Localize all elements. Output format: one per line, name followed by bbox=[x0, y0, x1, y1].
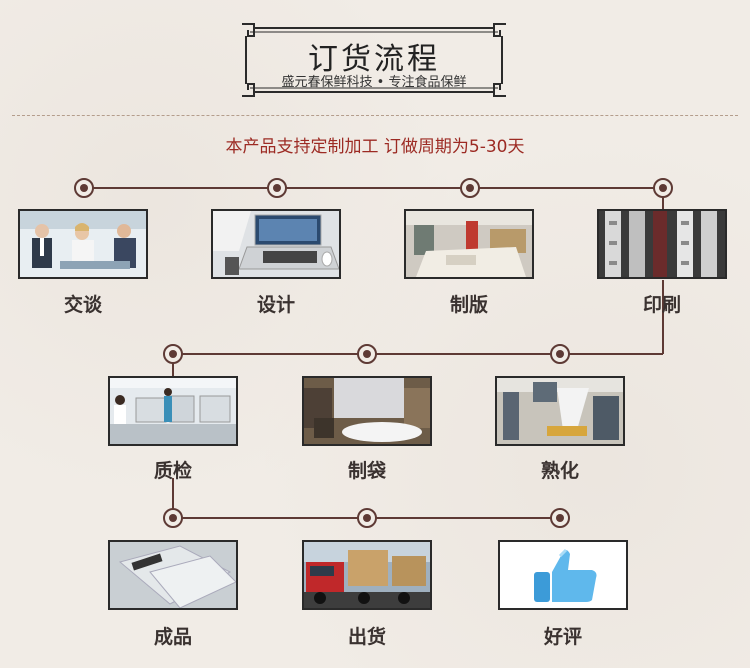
page-title: 订货流程 bbox=[308, 42, 440, 77]
custom-notice: 本产品支持定制加工 订做周期为5-30天 bbox=[225, 137, 525, 157]
step-label: 制袋 bbox=[347, 460, 386, 482]
step-label: 好评 bbox=[543, 626, 582, 648]
business-meeting-photo bbox=[18, 209, 148, 279]
step-label: 印刷 bbox=[642, 294, 681, 316]
plate-making-machine-photo bbox=[404, 209, 534, 279]
flow-node bbox=[163, 344, 183, 364]
flow-node bbox=[74, 178, 94, 198]
printing-machine-photo bbox=[597, 209, 727, 279]
step-label: 制版 bbox=[449, 294, 488, 316]
flow-node bbox=[550, 344, 570, 364]
step-label: 成品 bbox=[153, 626, 192, 648]
flow-node bbox=[357, 508, 377, 528]
cargo-truck-photo bbox=[302, 540, 432, 610]
thumbs-up-icon bbox=[498, 540, 628, 610]
curing-machine-photo bbox=[495, 376, 625, 446]
decorative-frame-border bbox=[242, 23, 506, 97]
bag-making-machine-photo bbox=[302, 376, 432, 446]
flow-node bbox=[163, 508, 183, 528]
title-frame: 订货流程 盛元春保鲜科技 • 专注食品保鲜 bbox=[240, 22, 508, 98]
flow-node bbox=[357, 344, 377, 364]
flow-node bbox=[550, 508, 570, 528]
step-label: 质检 bbox=[153, 460, 192, 482]
flow-node bbox=[267, 178, 287, 198]
step-label: 熟化 bbox=[540, 460, 579, 482]
quality-lab-photo bbox=[108, 376, 238, 446]
finished-bags-photo bbox=[108, 540, 238, 610]
page-subtitle: 盛元春保鲜科技 • 专注食品保鲜 bbox=[281, 75, 467, 90]
step-label: 设计 bbox=[256, 294, 295, 316]
laptop-design-photo bbox=[211, 209, 341, 279]
step-label: 交谈 bbox=[63, 294, 102, 316]
divider bbox=[12, 115, 738, 116]
flow-node bbox=[460, 178, 480, 198]
flow-node bbox=[653, 178, 673, 198]
step-label: 出货 bbox=[347, 626, 386, 648]
